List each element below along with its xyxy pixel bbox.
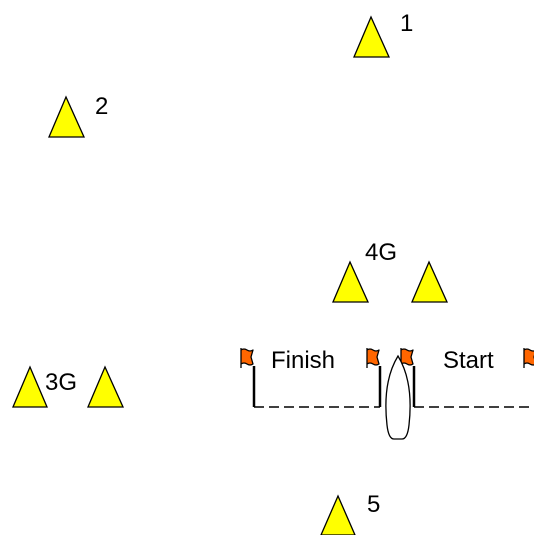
mark-3g: 3G	[12, 365, 125, 408]
finish-line: Finish	[240, 347, 382, 408]
mark-1: 1	[353, 10, 413, 58]
start-label: Start	[443, 347, 494, 374]
buoy-icon	[332, 260, 370, 303]
buoy-icon	[411, 260, 449, 303]
buoy-icon	[353, 15, 391, 58]
finish-label: Finish	[271, 347, 335, 374]
mark-4g-label: 4G	[365, 239, 397, 266]
buoy-icon	[48, 95, 86, 138]
start-line: Start	[400, 347, 534, 408]
flag-icon	[240, 347, 254, 369]
mark-3g-label: 3G	[45, 369, 77, 396]
mark-1-label: 1	[400, 10, 413, 37]
buoy-icon	[12, 365, 48, 408]
boat-hull-icon	[385, 354, 411, 440]
buoy-icon	[87, 365, 125, 408]
mark-2-label: 2	[95, 93, 108, 120]
flag-icon	[366, 347, 380, 369]
mark-2: 2	[48, 93, 108, 138]
mark-5: 5	[320, 491, 380, 535]
mark-5-label: 5	[367, 491, 380, 518]
buoy-icon	[320, 494, 356, 535]
mark-4g: 4G	[332, 239, 449, 303]
flag-icon	[523, 347, 534, 369]
